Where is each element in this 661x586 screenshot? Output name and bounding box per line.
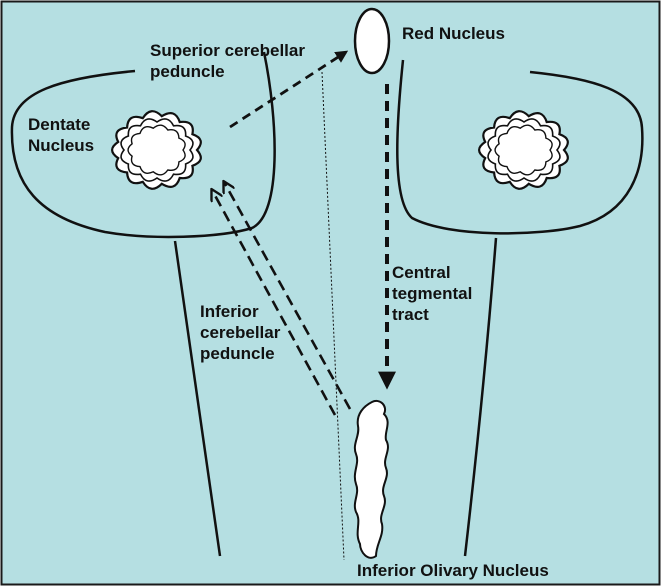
label-ctt-line2: tegmental [392,283,472,304]
label-inferior-peduncle-line1: Inferior [200,301,280,322]
label-superior-peduncle-line2: peduncle [150,61,305,82]
label-ctt-line3: tract [392,304,472,325]
label-inferior-peduncle: Inferior cerebellar peduncle [200,301,280,364]
label-inferior-olivary-nucleus-text: Inferior Olivary Nucleus [357,561,549,580]
label-dentate-line2: Nucleus [28,135,94,156]
label-ctt-line1: Central [392,262,472,283]
label-dentate-nucleus: Dentate Nucleus [28,114,94,156]
label-inferior-olivary-nucleus: Inferior Olivary Nucleus [357,560,549,581]
label-red-nucleus-text: Red Nucleus [402,24,505,43]
label-superior-peduncle: Superior cerebellar peduncle [150,40,305,82]
label-dentate-line1: Dentate [28,114,94,135]
label-central-tegmental-tract: Central tegmental tract [392,262,472,325]
label-inferior-peduncle-line2: cerebellar [200,322,280,343]
label-superior-peduncle-line1: Superior cerebellar [150,40,305,61]
label-inferior-peduncle-line3: peduncle [200,343,280,364]
red-nucleus-shape [355,9,389,73]
label-red-nucleus: Red Nucleus [402,23,505,44]
